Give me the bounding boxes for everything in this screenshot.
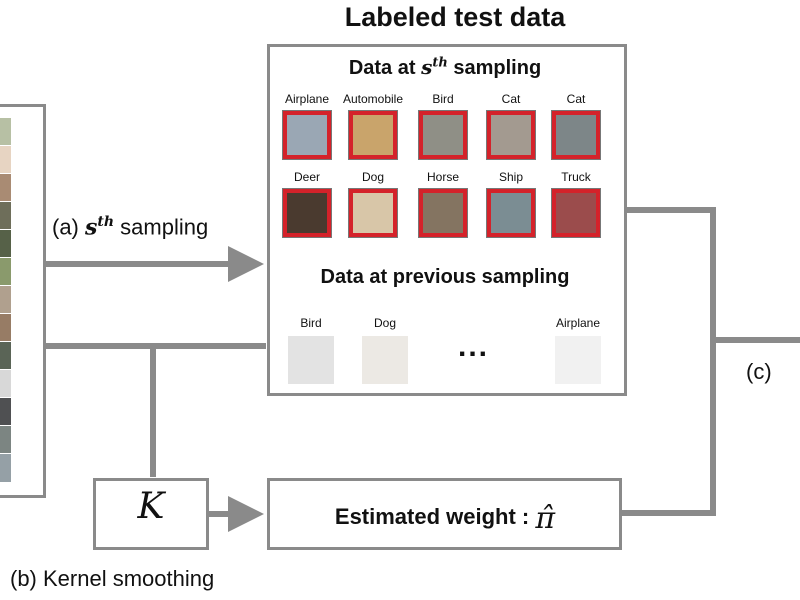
current-image-item: Deer	[272, 170, 342, 237]
pool-image	[0, 173, 11, 203]
dog-image	[362, 336, 408, 384]
pool-image	[0, 117, 11, 147]
image-label: Bird	[432, 92, 454, 106]
pool-image	[0, 397, 11, 427]
pool-image	[0, 341, 11, 371]
pool-image	[0, 285, 11, 315]
image-label: Dog	[361, 170, 384, 184]
pool-image	[0, 145, 11, 175]
image-fill	[555, 336, 601, 384]
estimated-weight-box	[267, 478, 622, 550]
image-label: Airplane	[284, 92, 330, 106]
image-fill	[423, 115, 463, 155]
cat-image	[552, 111, 600, 159]
estimated-weight-text: Estimated weight : π̂	[270, 497, 620, 536]
airplane-image	[283, 111, 331, 159]
current-image-item: Cat	[476, 92, 546, 159]
image-label: Airplane	[555, 316, 601, 330]
current-image-item: Horse	[408, 170, 478, 237]
current-image-item: Bird	[408, 92, 478, 159]
unlabeled-data-panel	[0, 104, 46, 498]
image-label: Cat	[501, 92, 521, 106]
edge-label-b: (b) Kernel smoothing	[10, 566, 215, 591]
edge-label-a: (a) sth sampling	[52, 214, 209, 241]
image-label: Deer	[293, 170, 320, 184]
image-label: Bird	[300, 316, 322, 330]
pool-image	[0, 257, 11, 287]
current-image-item: Cat	[541, 92, 611, 159]
pool-image	[0, 201, 11, 231]
kernel-box	[93, 478, 209, 550]
pool-image	[0, 369, 11, 399]
truck-image	[552, 189, 600, 237]
image-fill	[288, 336, 334, 384]
image-fill	[353, 193, 393, 233]
kernel-symbol: K	[137, 486, 165, 527]
image-label: Truck	[561, 170, 591, 184]
current-sampling-heading: Data at sth sampling	[348, 55, 542, 79]
cat-image	[487, 111, 535, 159]
image-fill	[491, 115, 531, 155]
image-fill	[423, 193, 463, 233]
current-image-item: Ship	[476, 170, 546, 237]
bird-image	[288, 336, 334, 384]
previous-image-item: Dog	[350, 316, 420, 384]
pool-image	[0, 425, 11, 455]
image-label: Dog	[373, 316, 396, 330]
dog-image	[349, 189, 397, 237]
pool-image	[0, 229, 11, 259]
image-fill	[556, 193, 596, 233]
image-fill	[556, 115, 596, 155]
previous-sampling-heading: Data at previous sampling	[320, 266, 570, 288]
current-image-item: Airplane	[272, 92, 342, 159]
image-label: Ship	[498, 170, 524, 184]
pool-image	[0, 313, 11, 343]
image-fill	[353, 115, 393, 155]
previous-image-item: Bird	[276, 316, 346, 384]
deer-image	[283, 189, 331, 237]
current-image-item: Dog	[338, 170, 408, 237]
line-test-to-c	[619, 207, 716, 516]
airplane-image	[555, 336, 601, 384]
current-image-item: Truck	[541, 170, 611, 237]
more-images-ellipsis: ...	[458, 330, 490, 363]
image-fill	[287, 193, 327, 233]
image-fill	[362, 336, 408, 384]
image-fill	[491, 193, 531, 233]
estimated-weight-label: Estimated weight :	[334, 504, 536, 529]
bird-image	[419, 111, 467, 159]
current-image-item: Automobile	[338, 92, 408, 159]
diagram-title: Labeled test data	[344, 2, 566, 32]
ship-image	[487, 189, 535, 237]
image-fill	[287, 115, 327, 155]
image-label: Automobile	[342, 92, 404, 106]
horse-image	[419, 189, 467, 237]
automobile-image	[349, 111, 397, 159]
previous-image-item: Airplane	[543, 316, 613, 384]
pi-hat-symbol: π̂	[535, 501, 556, 536]
pool-image	[0, 453, 11, 483]
image-label: Horse	[426, 170, 459, 184]
image-label: Cat	[566, 92, 586, 106]
edge-label-c: (c)	[746, 359, 772, 384]
